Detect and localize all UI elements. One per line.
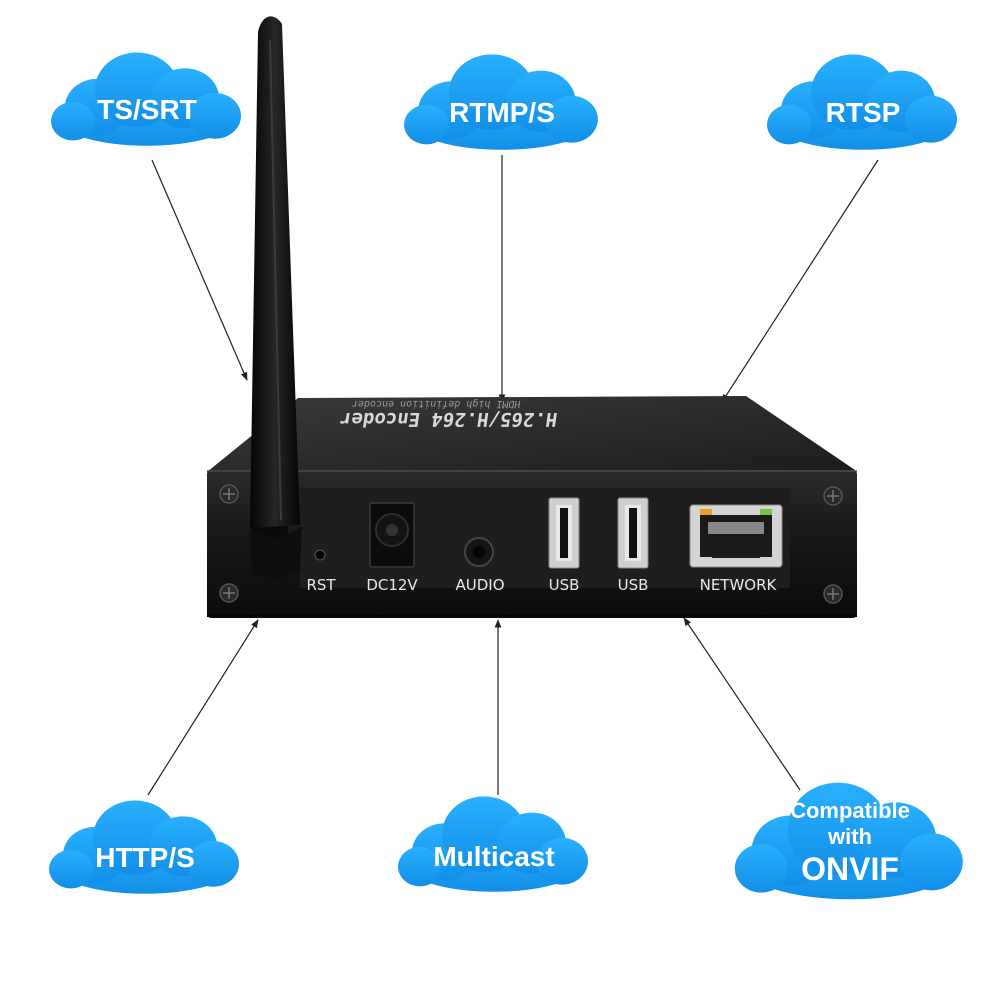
usb-port-icon xyxy=(548,497,580,569)
screw-icon xyxy=(219,583,239,603)
port-label-usb-1: USB xyxy=(548,576,580,594)
connector-http xyxy=(147,619,259,796)
screw-icon xyxy=(823,584,843,604)
antenna xyxy=(250,16,302,579)
device-top-subtitle: HDMI high definition encoder xyxy=(351,398,522,409)
port-label-dc: DC12V xyxy=(366,576,418,594)
port-label-audio: AUDIO xyxy=(455,576,505,594)
device-top-title: H.265/H.264 Encoder xyxy=(338,408,559,430)
reset-pinhole-icon xyxy=(314,549,326,561)
connector-ts-srt xyxy=(151,159,248,381)
connector-rtsp xyxy=(721,159,879,403)
device-top-surface xyxy=(207,396,855,472)
encoder-device xyxy=(207,16,857,618)
cloud-label-multicast: Multicast xyxy=(433,841,555,872)
cloud-label-rtmp: RTMP/S xyxy=(449,97,555,128)
connector-lines xyxy=(147,155,879,796)
cloud-label-onvif-line1: Compatible xyxy=(790,798,910,823)
cloud-label-http: HTTP/S xyxy=(95,842,195,873)
screw-icon xyxy=(219,484,239,504)
cloud-label-onvif-line3: ONVIF xyxy=(801,851,899,887)
screw-icon xyxy=(823,486,843,506)
rj45-network-port-icon xyxy=(689,504,783,568)
port-label-network: NETWORK xyxy=(699,576,777,594)
cloud-label-rtsp: RTSP xyxy=(825,97,901,128)
connector-onvif xyxy=(683,617,801,791)
dc-power-jack-icon xyxy=(369,502,415,568)
port-label-rst: RST xyxy=(306,576,336,594)
audio-jack-icon xyxy=(464,537,494,567)
port-label-usb-2: USB xyxy=(617,576,649,594)
cloud-label-ts-srt: TS/SRT xyxy=(97,94,197,125)
cloud-label-onvif-line2: with xyxy=(828,824,872,849)
usb-port-icon xyxy=(617,497,649,569)
